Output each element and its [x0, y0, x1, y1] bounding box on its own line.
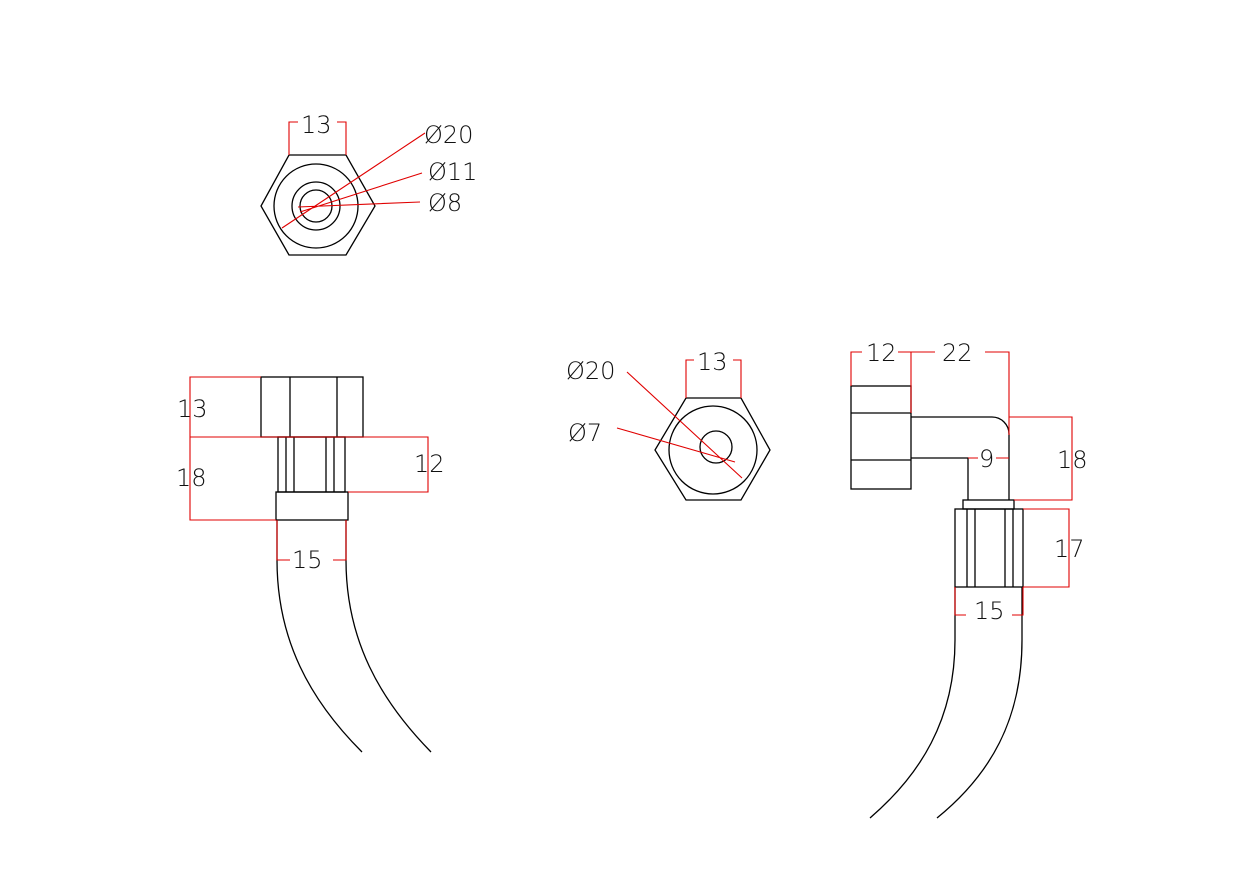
- collar: [962, 499, 1015, 510]
- width-dimension-line: [685, 359, 742, 398]
- dia-inner-label: Ø8: [428, 189, 462, 217]
- collar: [275, 491, 349, 521]
- collar-width-label: 15: [974, 597, 1005, 625]
- inner-circle: [699, 430, 733, 464]
- body-grooves: [966, 509, 1014, 587]
- outer-circle: [668, 405, 758, 495]
- total-height-label: 18: [176, 464, 207, 492]
- dimension-lines: [850, 351, 1073, 616]
- mid-circle: [291, 181, 341, 231]
- body-height-label: 17: [1054, 535, 1085, 563]
- width-label: 13: [301, 111, 332, 139]
- body: [277, 436, 346, 493]
- elbow-reach-label: 22: [942, 339, 973, 367]
- nut: [260, 376, 364, 438]
- collar-width-label: 15: [292, 546, 323, 574]
- middle-hex-end-view: 13 Ø20 Ø7: [566, 348, 771, 501]
- nut: [850, 385, 912, 490]
- elbow: [911, 416, 1010, 500]
- elbow-height-label: 18: [1057, 446, 1088, 474]
- nut-width-label: 12: [866, 339, 897, 367]
- body: [954, 508, 1024, 588]
- nut-facets: [851, 412, 911, 461]
- nut-height-label: 13: [177, 395, 208, 423]
- body-grooves: [285, 437, 335, 492]
- diameter-leaders: [281, 132, 426, 229]
- width-label: 13: [697, 348, 728, 376]
- dia-outer-label: Ø20: [424, 121, 473, 149]
- top-hex-end-view: 13 Ø20 Ø11 Ø8: [260, 111, 477, 256]
- width-dimension-line: [288, 121, 347, 155]
- pipe-dia-label: 9: [979, 445, 994, 473]
- hose: [869, 587, 1023, 819]
- right-elbow-view: 12 22 9 18 17 15: [850, 339, 1088, 819]
- diameter-leaders: [616, 371, 743, 479]
- dimension-lines: [189, 376, 429, 561]
- nut-facets: [289, 377, 338, 437]
- hose: [276, 520, 432, 753]
- dia-mid-label: Ø11: [428, 158, 477, 186]
- outer-circle: [273, 163, 359, 249]
- dia-outer-label: Ø20: [566, 357, 615, 385]
- left-side-view: 13 18 12 15: [176, 376, 445, 753]
- dia-inner-label: Ø7: [568, 419, 602, 447]
- body-height-label: 12: [414, 450, 445, 478]
